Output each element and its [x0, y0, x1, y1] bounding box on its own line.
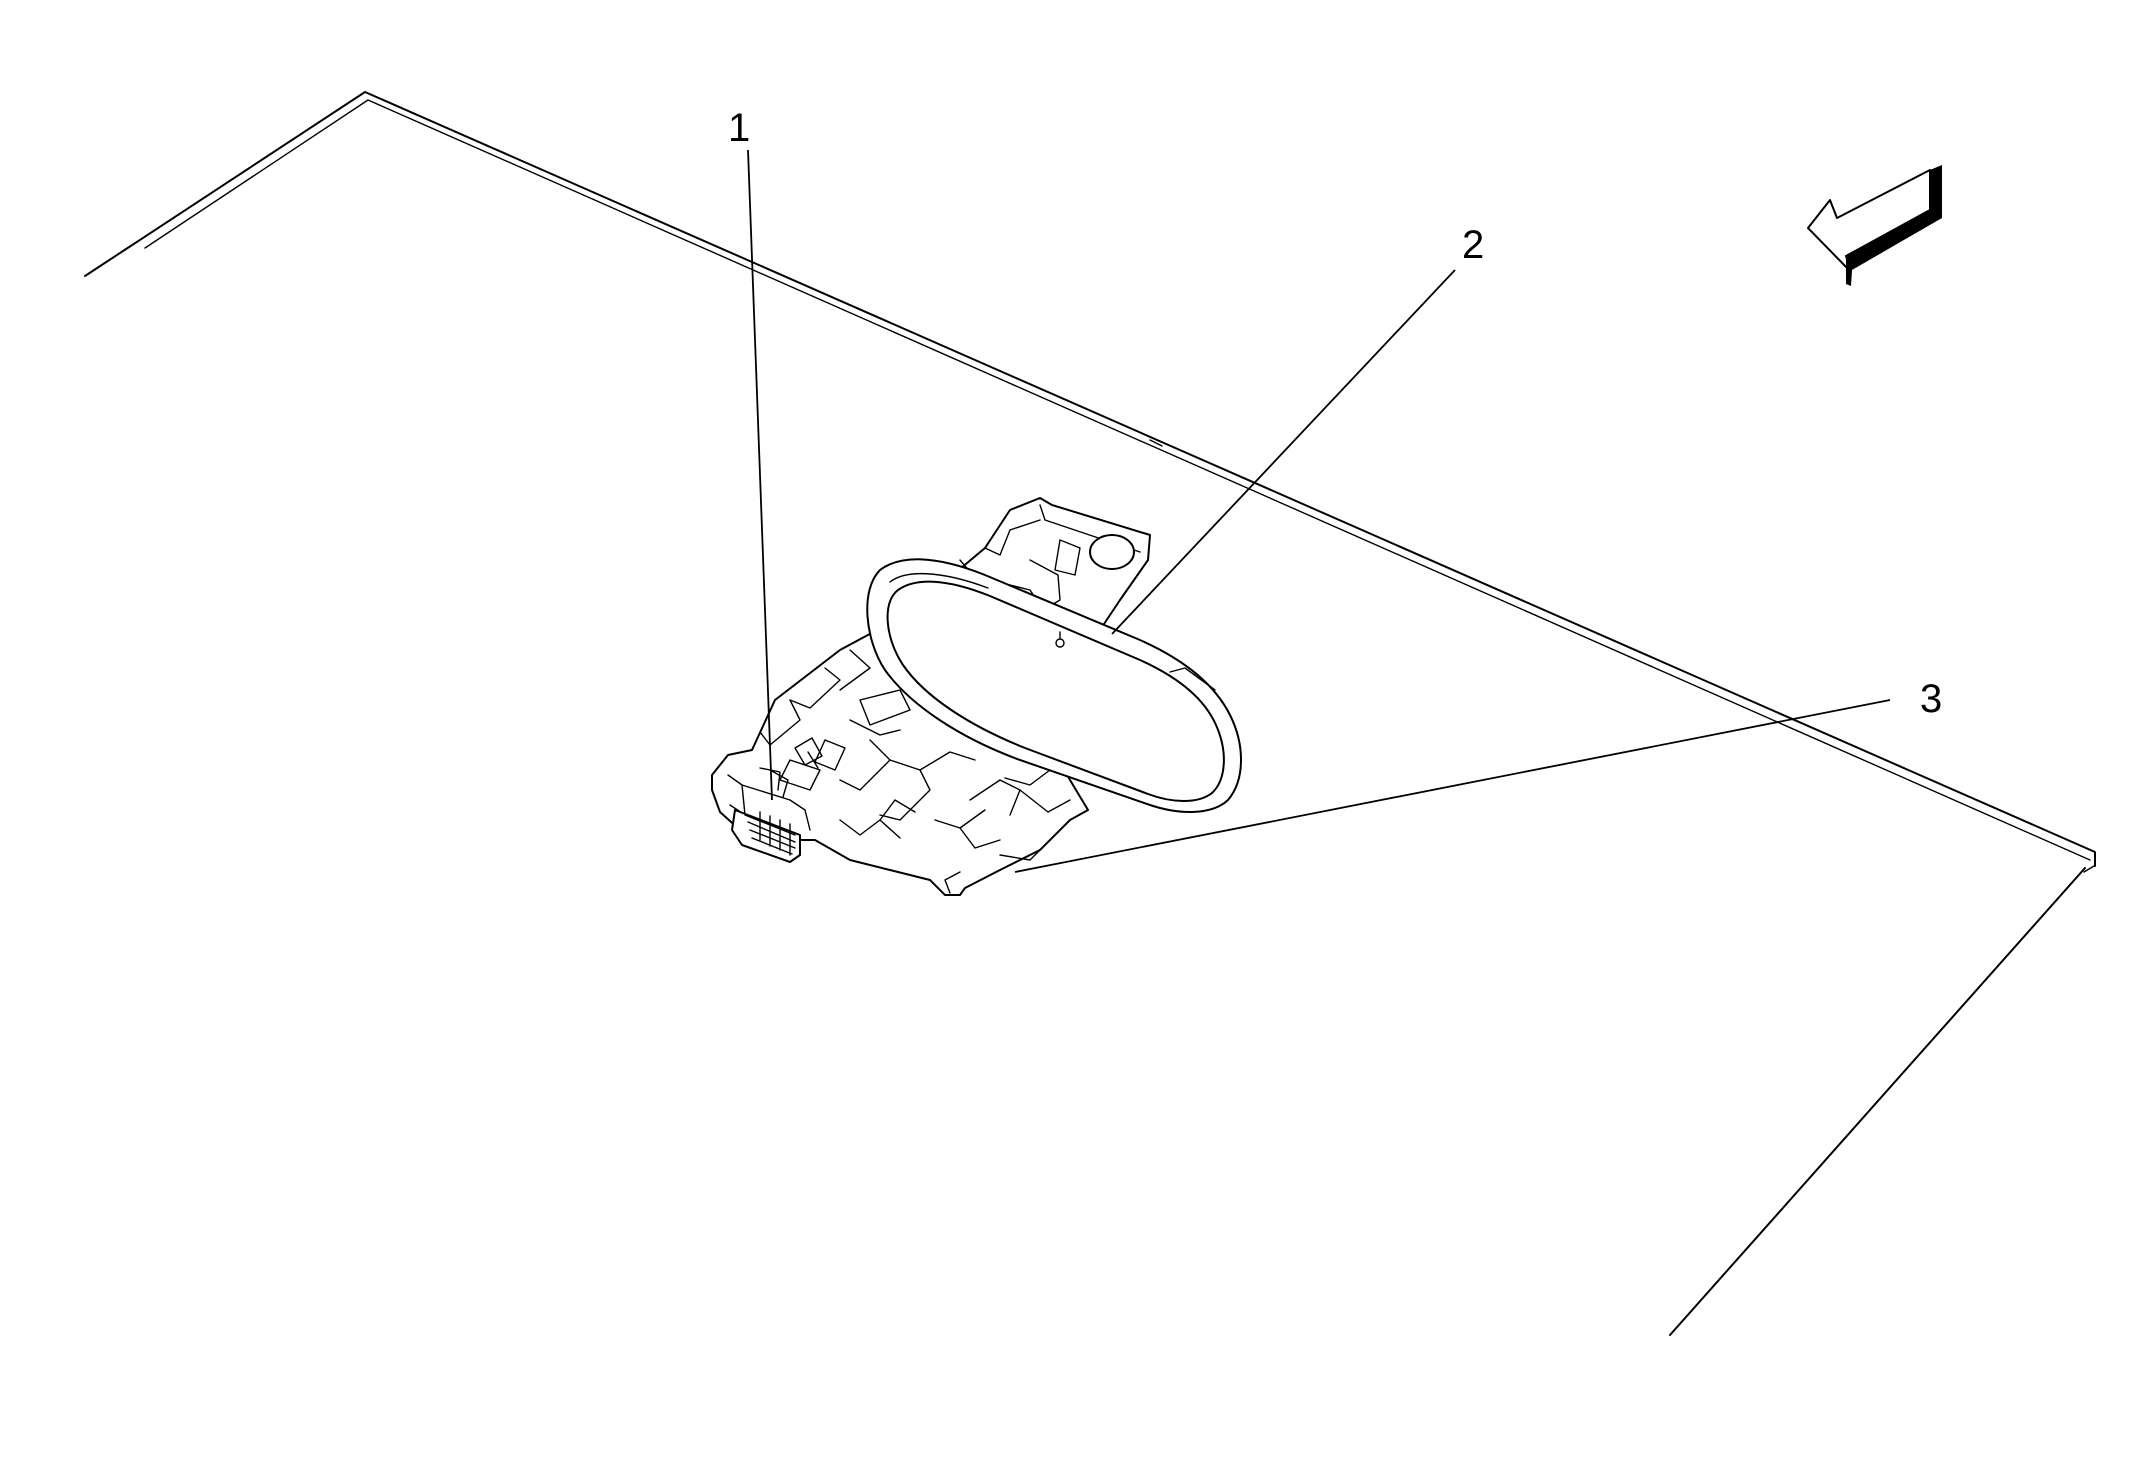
- callout-2: 2: [1462, 223, 1484, 267]
- front-direction-arrow-icon: [1807, 165, 1942, 286]
- leader-lines: [747, 149, 1891, 873]
- leader-line-2: [1111, 269, 1456, 635]
- rear-view-mirror: [866, 558, 1242, 813]
- callout-3: 3: [1920, 677, 1942, 721]
- roof-panel-outline: [84, 91, 2096, 1336]
- callouts: 1 2 3: [728, 106, 1942, 721]
- callout-1: 1: [728, 106, 750, 150]
- leader-line-3: [1014, 699, 1891, 873]
- leader-line-1: [747, 149, 773, 801]
